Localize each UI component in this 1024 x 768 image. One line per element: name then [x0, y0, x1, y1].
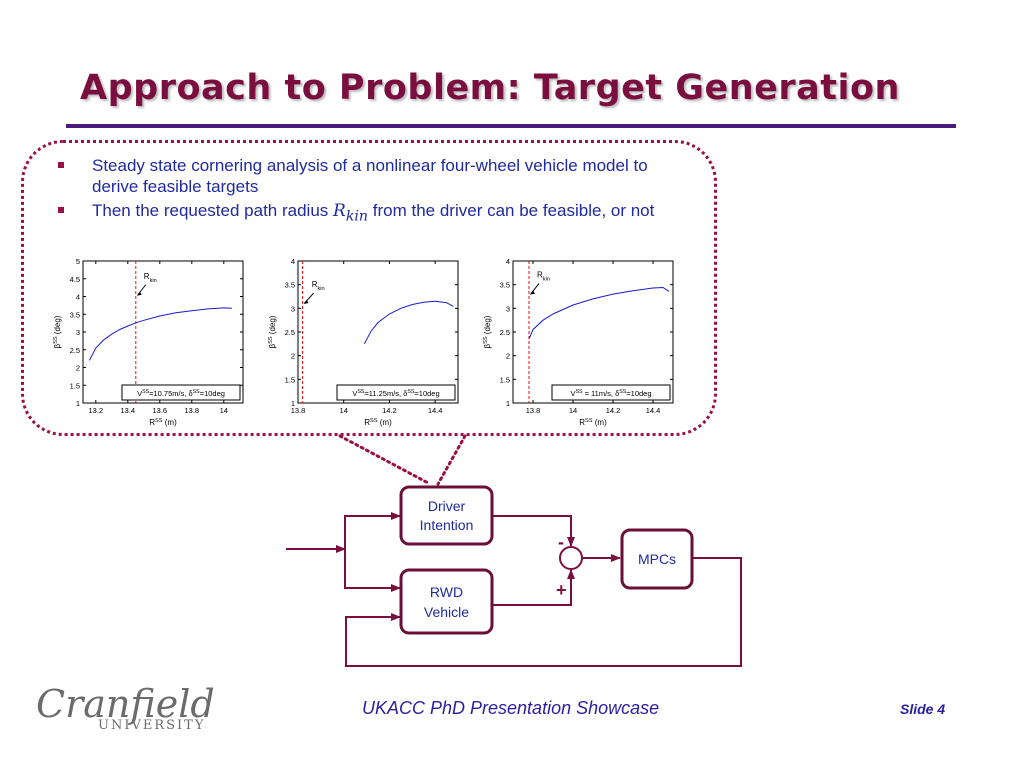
driver-intention-block: [399, 485, 494, 546]
bullet-marker-icon: [58, 207, 64, 213]
driver-block-line1: Driver: [428, 498, 466, 514]
y-tick-label: 4: [291, 257, 295, 266]
legend-box: [336, 384, 456, 401]
feedback-loop: [345, 557, 742, 667]
x-tick-label: 14.4: [428, 406, 443, 415]
y-tick-label: 4: [76, 293, 80, 302]
bullet-text-after: from the driver can be feasible, or not: [368, 201, 655, 220]
y-tick-label: 3: [291, 304, 295, 313]
plot-frame: [82, 260, 244, 404]
beta-curve: [528, 286, 670, 340]
y-tick-label: 3.5: [70, 310, 80, 319]
x-axis-label: RSS (m): [579, 418, 607, 427]
annotation-arrowhead-icon: [303, 300, 309, 305]
rkin-annotation: Rkin: [312, 280, 325, 292]
callout-pointer: [338, 434, 467, 486]
beta-curve: [88, 307, 232, 361]
bullet-item: Steady state cornering analysis of a non…: [58, 155, 698, 197]
legend-text: VSS=10.75m/s, δSS=10deg: [137, 389, 225, 398]
beta-curve: [363, 300, 454, 345]
bullet-list: Steady state cornering analysis of a non…: [58, 155, 698, 230]
x-axis-label: RSS (m): [364, 418, 392, 427]
mpcs-block-label: MPCs: [638, 551, 676, 567]
bullet-marker-icon: [58, 162, 64, 168]
y-tick-label: 1: [506, 399, 510, 408]
y-axis-label: βSS (deg): [53, 315, 62, 348]
y-tick-label: 1: [291, 399, 295, 408]
branch-to-driver: [344, 512, 401, 588]
rkin-annotation: Rkin: [144, 272, 157, 284]
bullet-text: Then the requested path radius: [92, 201, 333, 220]
y-tick-label: 5: [76, 257, 80, 266]
y-tick-label: 4: [506, 257, 510, 266]
x-tick-label: 13.6: [152, 406, 167, 415]
x-tick-label: 13.4: [120, 406, 135, 415]
x-tick-label: 14.2: [382, 406, 397, 415]
sum-minus-sign: -: [558, 532, 564, 552]
driver-block-line2: Intention: [420, 517, 474, 533]
rwd-block-line2: Vehicle: [424, 604, 469, 620]
rkin-annotation: Rkin: [537, 271, 550, 283]
x-axis-label: RSS (m): [149, 418, 177, 427]
rwd-block-line1: RWD: [430, 584, 463, 600]
mpcs-block: [620, 528, 694, 590]
x-tick-label: 14: [340, 406, 348, 415]
slide-title: Approach to Problem: Target Generation: [80, 68, 900, 108]
y-tick-label: 1.5: [285, 375, 295, 384]
rkin-symbol: Rkin: [333, 201, 369, 225]
y-tick-label: 3: [506, 304, 510, 313]
annotation-arrowhead-icon: [136, 291, 142, 296]
plot-frame: [512, 260, 674, 404]
title-rule: [66, 124, 956, 128]
callout-box: [21, 140, 717, 436]
driver-to-sum: [492, 515, 575, 547]
legend-text: VSS = 11m/s, δSS=10deg: [570, 389, 651, 398]
y-tick-label: 2: [291, 352, 295, 361]
legend-text: VSS=11.25m/s, δSS=10deg: [352, 389, 439, 398]
y-tick-label: 2.5: [500, 328, 510, 337]
footer-text: UKACC PhD Presentation Showcase: [362, 698, 660, 718]
x-tick-label: 13.8: [184, 406, 199, 415]
y-tick-label: 3.5: [285, 281, 295, 290]
y-tick-label: 2.5: [285, 328, 295, 337]
cranfield-logo: Cranfield UNIVERSITY: [36, 684, 215, 733]
x-tick-label: 13.2: [88, 406, 103, 415]
x-tick-label: 14.4: [646, 406, 661, 415]
legend-box: [121, 384, 241, 401]
y-axis-label: βSS (deg): [268, 315, 277, 348]
y-tick-label: 1: [76, 399, 80, 408]
y-tick-label: 2: [506, 352, 510, 361]
logo-subtitle: UNIVERSITY: [98, 718, 206, 733]
sum-plus-sign: +: [556, 580, 567, 600]
branch-to-vehicle: [344, 549, 401, 592]
chart-1: 13.2 13.4 13.6 13.8 14 1 1.5 2 2.5 3 3.5 4 4.5 5RkinV…: [53, 257, 244, 427]
y-tick-label: 1.5: [70, 381, 80, 390]
plot-frame: [297, 260, 459, 404]
x-tick-label: 14: [220, 406, 228, 415]
y-tick-label: 2.5: [70, 346, 80, 355]
logo-wordmark: Cranfield: [36, 682, 215, 726]
chart-2: 13.8 14 14.2 14.4 1 1.5 2 2.5 3 3.5 4RkinVSS=11.25…: [268, 257, 459, 427]
annotation-arrowhead-icon: [530, 290, 535, 295]
x-tick-label: 13.8: [526, 406, 541, 415]
y-tick-label: 1.5: [500, 375, 510, 384]
legend-box: [551, 384, 671, 401]
rwd-vehicle-block: [399, 568, 494, 635]
y-tick-label: 4.5: [70, 275, 80, 284]
x-tick-label: 14.2: [606, 406, 621, 415]
bullet-item: Then the requested path radius Rkin from…: [58, 200, 698, 227]
y-tick-label: 2: [76, 364, 80, 373]
y-tick-label: 3.5: [500, 281, 510, 290]
slide-number: Slide 4: [900, 701, 946, 717]
bullet-text: Steady state cornering analysis of a non…: [92, 156, 648, 196]
vehicle-to-sum: [492, 569, 575, 606]
y-tick-label: 3: [76, 328, 80, 337]
y-axis-label: βSS (deg): [483, 315, 492, 348]
x-tick-label: 14: [569, 406, 577, 415]
summing-junction: [559, 546, 583, 570]
x-tick-label: 13.8: [291, 406, 306, 415]
